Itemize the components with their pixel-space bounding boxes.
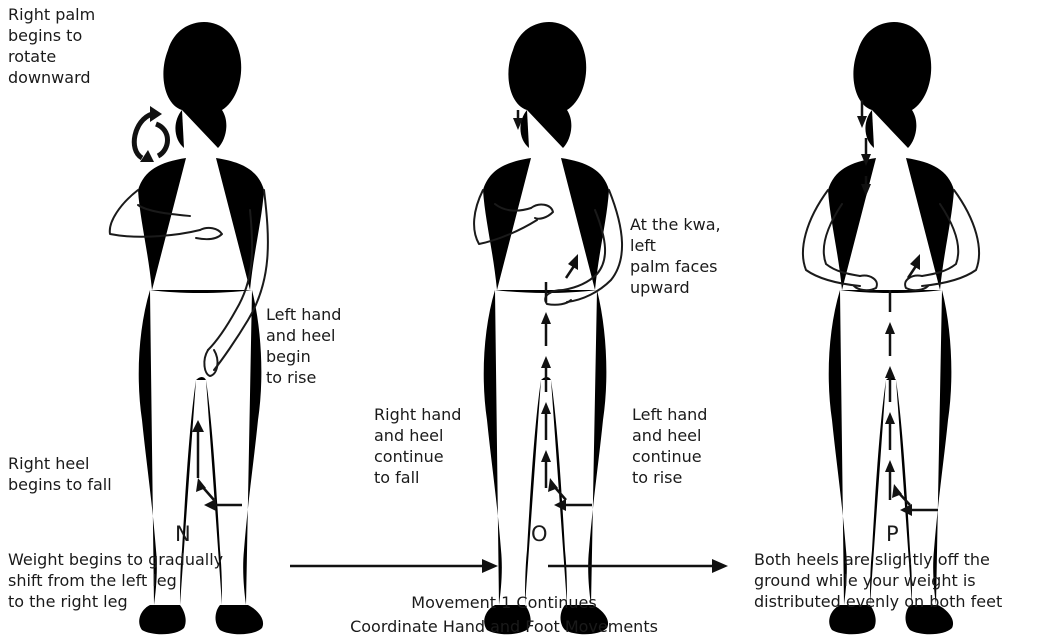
stage-letter-n: N xyxy=(175,522,191,546)
rotation-arrow-icon xyxy=(134,106,167,162)
note-right-palm-rotate: Right palm begins to rotate downward xyxy=(8,4,95,88)
note-right-heel-fall: Right heel begins to fall xyxy=(8,453,112,495)
note-left-hand-continue-rise: Left hand and heel continue to rise xyxy=(632,404,707,488)
stage-letter-p: P xyxy=(886,522,899,546)
note-kwa-palm-up: At the kwa, left palm faces upward xyxy=(630,214,721,298)
footer-title: Movement 1 Continues xyxy=(0,592,1026,613)
stage-letter-o: O xyxy=(531,522,548,546)
footer-subtitle: Coordinate Hand and Foot Movements xyxy=(0,616,1026,637)
note-right-hand-fall: Right hand and heel continue to fall xyxy=(374,404,461,488)
note-left-hand-rise: Left hand and heel begin to rise xyxy=(266,304,341,388)
figure-o xyxy=(474,22,622,634)
